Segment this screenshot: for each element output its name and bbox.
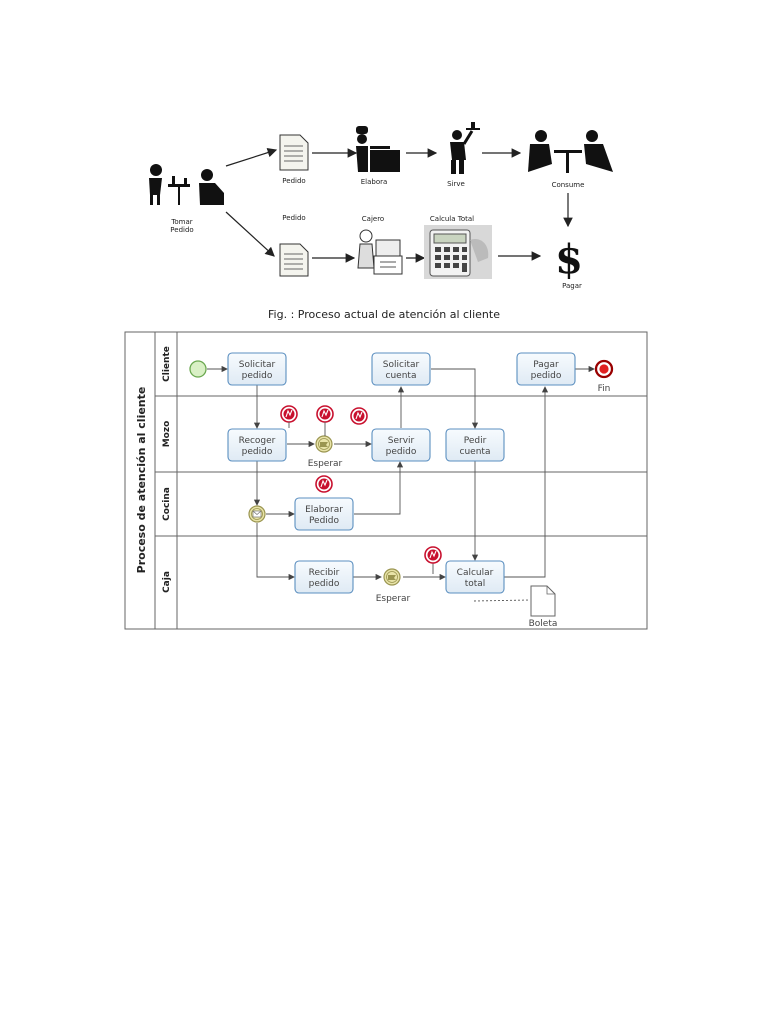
calculator-icon xyxy=(424,225,492,279)
task-label: Servir xyxy=(388,436,415,446)
task-label: pedido xyxy=(386,447,417,457)
consume-label: Consume xyxy=(552,181,585,189)
start-event xyxy=(189,360,207,378)
error-event-icon xyxy=(315,475,333,493)
task-calcular-total: Calcular total xyxy=(445,560,505,594)
fin-label: Fin xyxy=(598,384,611,394)
pagar-label: Pagar xyxy=(562,282,582,290)
task-label: cuenta xyxy=(460,447,491,457)
intermediate-timer-event xyxy=(383,568,401,586)
error-event-icon xyxy=(424,546,442,564)
task-pagar-pedido: Pagar pedido xyxy=(516,352,576,386)
task-recoger-pedido: Recoger pedido xyxy=(227,428,287,462)
task-solicitar-pedido: Solicitar pedido xyxy=(227,352,287,386)
flow-elaborar-to-servir xyxy=(354,461,404,515)
task-label: Pagar xyxy=(533,360,559,370)
lane-label-mozo: Mozo xyxy=(162,421,172,448)
task-label: Solicitar xyxy=(383,360,420,370)
task-label: Elaborar xyxy=(305,505,343,515)
lane-label-caja: Caja xyxy=(162,571,172,593)
task-label: pedido xyxy=(242,371,273,381)
association-calcular-to-boleta xyxy=(473,599,531,602)
diners-icon xyxy=(528,130,613,173)
task-label: pedido xyxy=(531,371,562,381)
end-event-core xyxy=(599,364,609,374)
task-label: total xyxy=(465,579,486,589)
task-label: Pedido xyxy=(309,516,340,526)
task-label: Recoger xyxy=(239,436,276,446)
intermediate-timer-event xyxy=(315,435,333,453)
error-event-icon xyxy=(316,405,334,436)
flow-tomar-to-pedido-top xyxy=(225,147,278,167)
waiter-icon xyxy=(450,122,480,174)
task-pedir-cuenta: Pedir cuenta xyxy=(445,428,505,462)
top-process-diagram: Tomar Pedido Pedido Elabora Sirve xyxy=(149,122,613,290)
dollar-icon: $ xyxy=(555,236,583,283)
message-event xyxy=(248,505,266,523)
lane-label-cocina: Cocina xyxy=(162,487,172,521)
task-label: Calcular xyxy=(457,568,494,578)
calcula-total-label: Calcula Total xyxy=(430,215,474,223)
cashier-icon xyxy=(357,229,403,275)
task-label: Pedir xyxy=(464,436,487,446)
pedido-bottom-label: Pedido xyxy=(282,214,305,222)
tomar-pedido-label-2: Pedido xyxy=(170,226,193,234)
cajero-label: Cajero xyxy=(362,215,384,223)
flow-message-to-recibir xyxy=(256,523,295,581)
esperar-caja-label: Esperar xyxy=(376,594,411,604)
pedido-top-label: Pedido xyxy=(282,177,305,185)
error-event-icon xyxy=(350,407,368,425)
elabora-label: Elabora xyxy=(361,178,388,186)
boleta-document-icon xyxy=(530,585,556,617)
task-recibir-pedido: Recibir pedido xyxy=(294,560,354,594)
task-label: pedido xyxy=(309,579,340,589)
bpmn-diagram: Proceso de atención al cliente Cliente M… xyxy=(124,331,648,630)
flow-calcular-to-pagar xyxy=(504,386,549,578)
error-event-icon xyxy=(280,405,298,428)
task-label: cuenta xyxy=(386,371,417,381)
pool-title: Proceso de atención al cliente xyxy=(135,387,148,574)
task-servir-pedido: Servir pedido xyxy=(371,428,431,462)
task-label: pedido xyxy=(242,447,273,457)
tomar-pedido-icon xyxy=(149,164,224,205)
lane-label-cliente: Cliente xyxy=(162,346,172,382)
tomar-pedido-label-1: Tomar xyxy=(170,218,192,226)
figure-caption: Fig. : Proceso actual de atención al cli… xyxy=(268,308,500,321)
sirve-label: Sirve xyxy=(447,180,465,188)
task-elaborar-pedido: Elaborar Pedido xyxy=(294,497,354,531)
task-solicitar-cuenta: Solicitar cuenta xyxy=(371,352,431,386)
boleta-label: Boleta xyxy=(529,619,558,629)
chef-icon xyxy=(356,126,400,172)
document-icon xyxy=(279,243,309,277)
document-icon xyxy=(279,134,309,171)
esperar-mozo-label: Esperar xyxy=(308,459,343,469)
task-label: Solicitar xyxy=(239,360,276,370)
task-label: Recibir xyxy=(309,568,340,578)
flow-solicitar-cuenta-to-pedir xyxy=(431,368,479,429)
flow-tomar-to-pedido-bottom xyxy=(225,211,275,257)
